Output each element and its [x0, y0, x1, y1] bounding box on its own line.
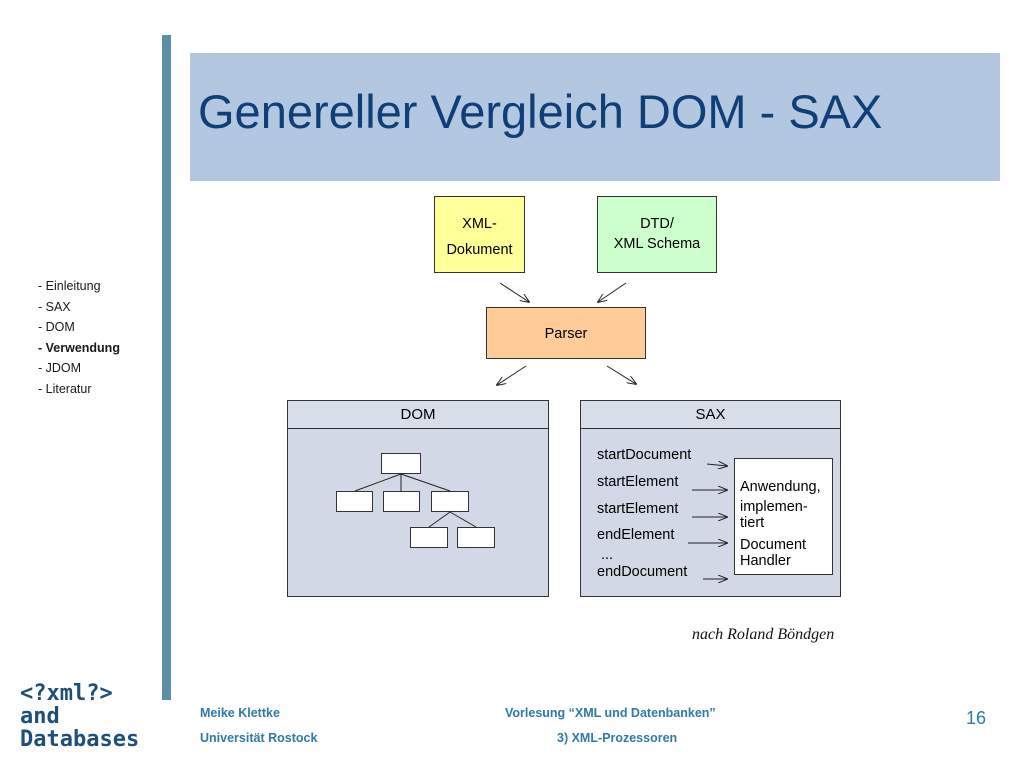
nav-item-jdom[interactable]: - JDOM: [38, 361, 82, 375]
sax-panel-header: SAX: [581, 401, 840, 429]
nav-item-verwendung[interactable]: - Verwendung: [38, 340, 120, 355]
arrow-parser-to-dom: [497, 365, 527, 385]
nav-item-dom[interactable]: - DOM: [38, 320, 75, 334]
handler-line-tiert: tiert: [740, 515, 765, 531]
parser-box: Parser: [486, 307, 646, 359]
dtd-schema-label-2: XML Schema: [613, 236, 701, 252]
footer-author: Meike Klettke: [200, 706, 280, 720]
arrow-parser-to-sax: [606, 365, 636, 384]
logo-line-xml: <?xml?>: [20, 681, 113, 706]
sax-event-start-document: startDocument: [597, 447, 692, 463]
nav-item-sax[interactable]: - SAX: [38, 299, 71, 314]
xml-databases-logo: <?xml?> and Databases: [20, 682, 139, 751]
nav-item-literatur[interactable]: - Literatur: [38, 381, 92, 396]
credit-text: nach Roland Böndgen: [692, 626, 835, 643]
handler-line-implementiert: implemen-: [740, 499, 808, 515]
dom-tree-node: [457, 527, 495, 548]
accent-bar: [162, 35, 171, 700]
page-number: 16: [966, 708, 987, 728]
nav-item-einleitung[interactable]: - Einleitung: [38, 279, 101, 293]
arrow-xml-to-parser: [499, 282, 529, 302]
parser-label: Parser: [544, 326, 588, 342]
title-band: [190, 53, 1000, 181]
logo-line-databases: Databases: [20, 727, 140, 752]
footer-chapter: 3) XML-Prozessoren: [557, 731, 678, 745]
handler-line-anwendung: Anwendung,: [740, 479, 821, 495]
handler-line-handler: Handler: [740, 553, 791, 569]
handler-line-document: Document: [740, 537, 807, 553]
dom-tree-node: [431, 491, 469, 512]
outline-nav: - Einleitung - SAX - DOM - Verwendung - …: [38, 276, 120, 399]
slide-title: Genereller Vergleich DOM - SAX: [198, 85, 883, 138]
xml-document-box: XML- Dokument: [434, 196, 525, 273]
dom-panel-header: DOM: [288, 401, 548, 429]
sax-event-ellipsis: ...: [601, 547, 614, 563]
xml-document-label-1: XML-: [462, 216, 497, 232]
dtd-schema-box: DTD/ XML Schema: [597, 196, 717, 273]
sax-event-end-element: endElement: [597, 527, 675, 543]
footer-university: Universität Rostock: [200, 731, 318, 745]
dom-tree-node: [410, 527, 448, 548]
arrow-dtd-to-parser: [598, 282, 627, 302]
sax-event-end-document: endDocument: [597, 564, 688, 580]
dtd-schema-label-1: DTD/: [640, 216, 674, 232]
sax-event-start-element: startElement: [597, 474, 679, 490]
sax-event-start-element: startElement: [597, 501, 679, 517]
xml-document-label-2: Dokument: [446, 242, 513, 258]
document-handler-box: [734, 458, 833, 575]
dom-tree-node: [336, 491, 373, 512]
footer-lecture: Vorlesung “XML und Datenbanken”: [505, 706, 716, 720]
logo-line-and: and: [20, 704, 60, 729]
dom-tree-root-node: [381, 453, 421, 474]
dom-tree-node: [383, 491, 420, 512]
